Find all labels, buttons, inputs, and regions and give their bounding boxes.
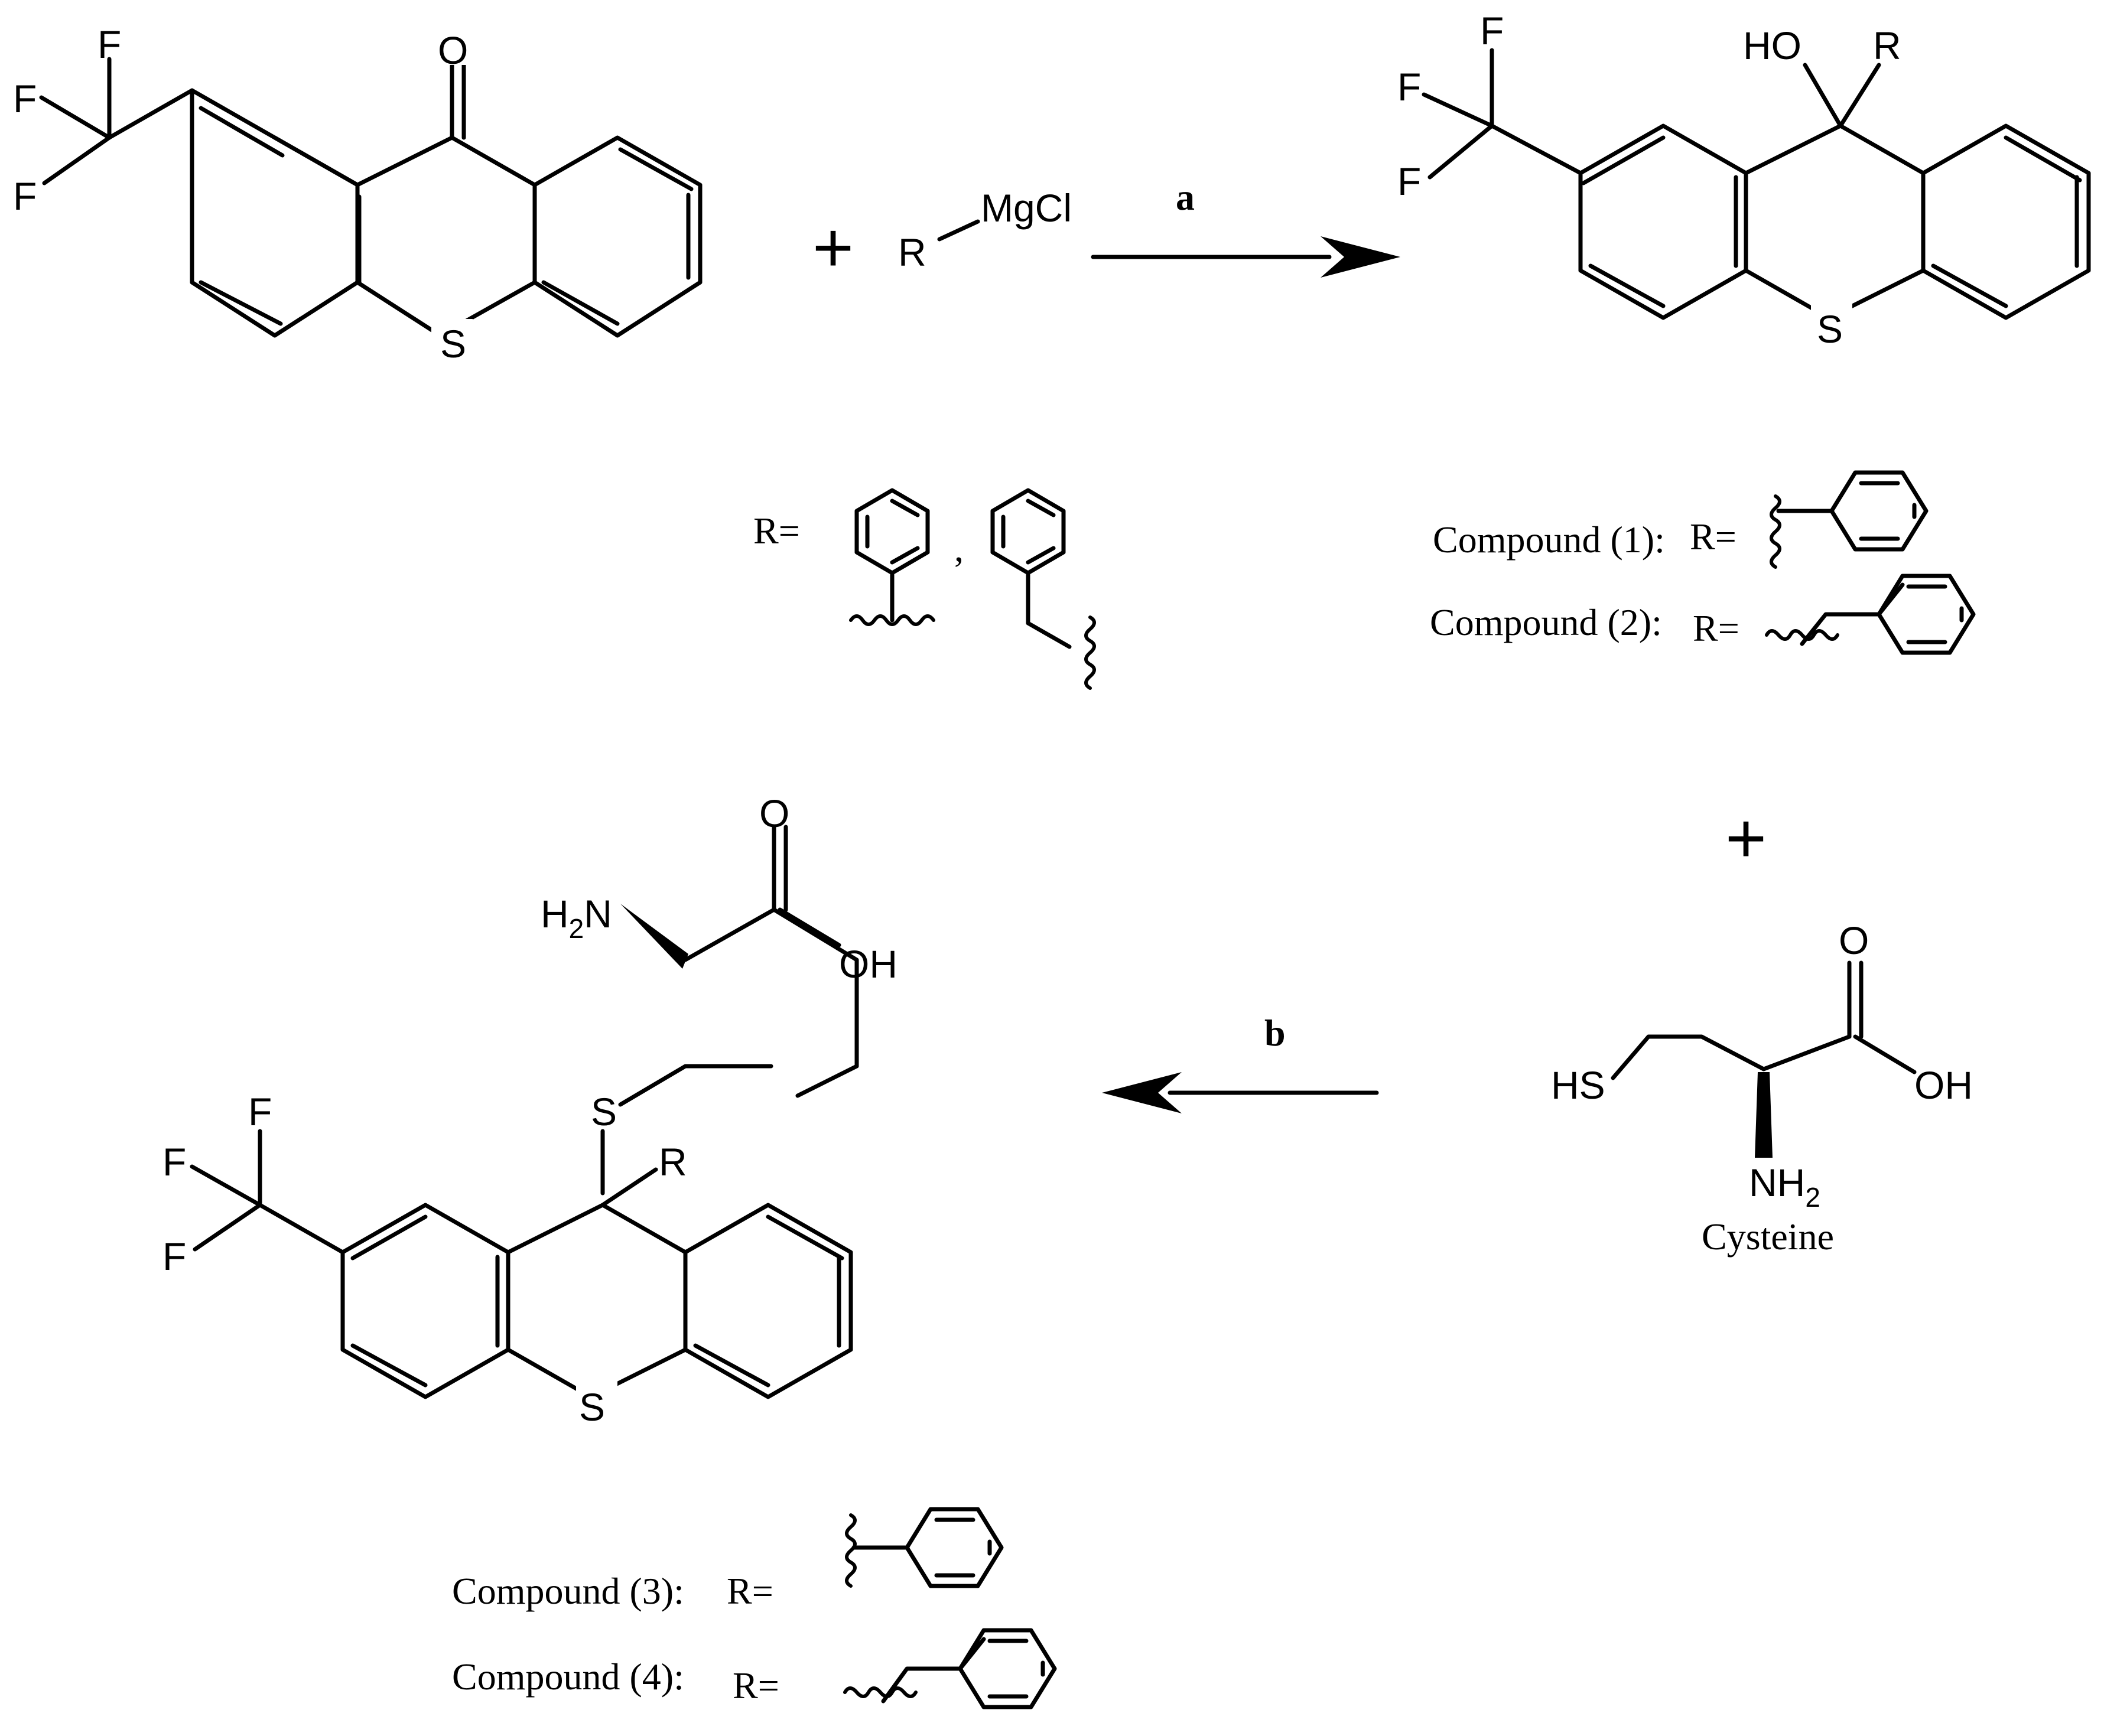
compound-4-definition: Compound (4): R= <box>452 1628 1057 1709</box>
compound-3-r-label: R= <box>727 1570 773 1612</box>
atom-f: F <box>162 1235 186 1278</box>
atom-hs: HS <box>1551 1063 1605 1107</box>
compound-4-label: Compound (4): <box>452 1656 684 1698</box>
step-label-b: b <box>1264 1012 1286 1054</box>
atom-s: S <box>591 1090 617 1134</box>
compound-3-definition: Compound (3): R= <box>452 1507 1004 1612</box>
atom-o: O <box>1839 919 1869 962</box>
atom-h2n: H2N <box>541 892 612 944</box>
thioxanthone-reactant: O S F F F <box>13 22 703 366</box>
step-label-a: a <box>1176 176 1195 218</box>
atom-f: F <box>13 77 37 120</box>
atom-r: R <box>1873 24 1901 67</box>
compound-3-label: Compound (3): <box>452 1570 684 1612</box>
compound-2-definition: Compound (2): R= <box>1430 574 1976 655</box>
r-group-definitions: R= , <box>753 488 1096 690</box>
cysteine-label: Cysteine <box>1702 1216 1834 1258</box>
atom-f: F <box>1397 159 1421 203</box>
atom-ho: HO <box>1743 24 1801 67</box>
atom-oh: OH <box>839 942 897 986</box>
compound-4-r-label: R= <box>733 1665 779 1706</box>
atom-f: F <box>248 1090 272 1134</box>
compound-2-label: Compound (2): <box>1430 601 1662 643</box>
atom-r: R <box>898 230 926 274</box>
atom-oh: OH <box>1914 1063 1973 1107</box>
cysteine-molecule: O HS OH NH2 Cysteine <box>1551 919 1973 1258</box>
atom-nh2: NH2 <box>1749 1161 1820 1213</box>
atom-f: F <box>1397 65 1421 109</box>
grignard-reagent: R MgCl <box>898 186 1072 274</box>
atom-f: F <box>1480 9 1504 53</box>
compound-2-r-label: R= <box>1693 607 1739 649</box>
atom-f: F <box>13 174 37 218</box>
reaction-arrow-b: b <box>1102 1012 1379 1113</box>
r-definition-label: R= <box>753 510 800 552</box>
plus-sign: + <box>1725 799 1767 878</box>
atom-s: S <box>440 322 466 366</box>
atom-o: O <box>438 28 468 72</box>
compound-1-definition: Compound (1): R= <box>1433 470 1929 569</box>
atom-o: O <box>759 792 789 835</box>
compound-1-r-label: R= <box>1690 516 1736 558</box>
compound-1-label: Compound (1): <box>1433 519 1665 561</box>
comma: , <box>954 527 964 569</box>
atom-mgcl: MgCl <box>981 186 1072 230</box>
atom-s: S <box>1817 307 1843 351</box>
hydroxy-thioxanthene-product: S HO R F F F <box>1397 9 2091 351</box>
atom-f: F <box>97 22 121 66</box>
atom-r: R <box>659 1140 687 1184</box>
atom-f: F <box>162 1140 186 1184</box>
atom-s: S <box>579 1385 605 1429</box>
cysteine-adduct-product: O OH H2N S S R F F F <box>162 792 897 1429</box>
reaction-arrow-a: a <box>1091 176 1400 278</box>
plus-sign: + <box>812 208 854 287</box>
